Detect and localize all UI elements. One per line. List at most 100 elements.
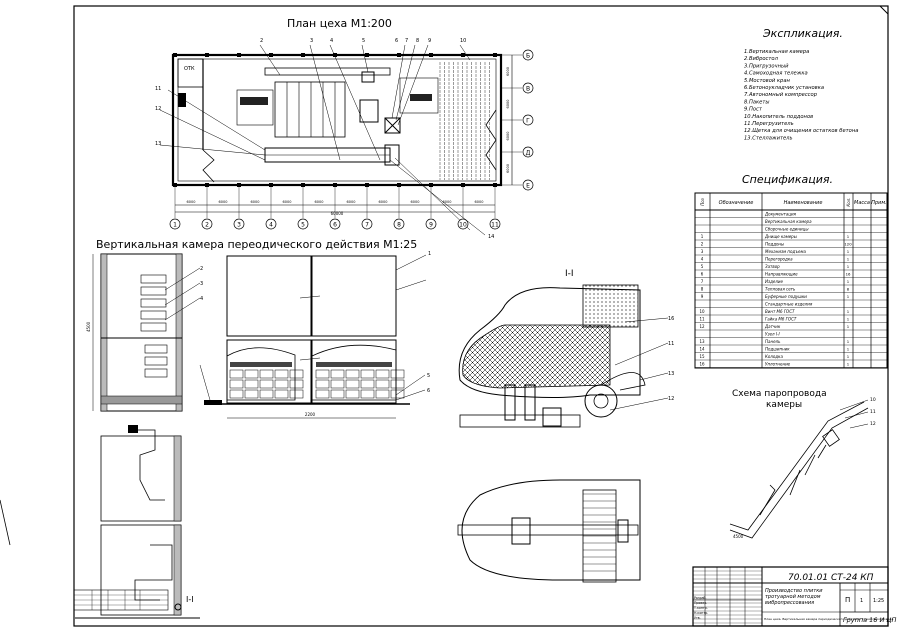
spec-qty: 1 xyxy=(847,362,850,367)
spec-header-cell: Прим. xyxy=(871,200,887,206)
section-mark-circle xyxy=(174,603,182,611)
spec-table-border xyxy=(694,192,888,369)
plan-axis-number: 2 xyxy=(205,222,209,229)
spec-name: Тепловая сеть xyxy=(765,287,796,292)
spec-name: Датчик xyxy=(764,324,781,329)
section-plan-axle xyxy=(457,524,639,536)
gate-right xyxy=(485,109,497,171)
spec-pos: 14 xyxy=(699,347,705,352)
spec-name: Буферные подушки xyxy=(765,294,807,299)
plan-callout-number: 13 xyxy=(155,141,161,147)
plan-column-top xyxy=(365,53,369,57)
spec-pos: 16 xyxy=(699,362,705,367)
plan-dim-small: 6000 xyxy=(283,200,292,204)
explication-list: 1.Вертикальная камера2.Вибростол3.Пригру… xyxy=(744,49,858,141)
explication-item: 13.Стеллажитель xyxy=(744,135,793,141)
section-wheel-inner xyxy=(593,393,609,409)
chamber-shelf xyxy=(140,274,167,284)
chamber-pallet xyxy=(244,369,259,379)
chamber-pallet xyxy=(345,369,360,379)
spec-name: Перегородка xyxy=(765,257,793,262)
chamber-pallet xyxy=(390,369,405,379)
spec-name: Механизм подъема xyxy=(765,249,806,254)
steam-pipe xyxy=(729,401,869,539)
chamber-pallets xyxy=(229,362,405,399)
explication-item: 4.Самоходная тележка xyxy=(744,71,808,77)
corner-mark xyxy=(879,5,889,15)
chamber-side-wall-r xyxy=(175,253,183,412)
steam-title-1: Схема паропровода xyxy=(732,389,827,399)
chamber-shelf-lower xyxy=(144,368,168,378)
plan-callout-number: 9 xyxy=(428,38,431,44)
explication-item: 10.Накопитель поддонов xyxy=(744,114,813,120)
chamber-callout-number: 5 xyxy=(427,373,430,379)
plan-axis-letter-bubble xyxy=(522,114,534,126)
steam-callout-number: 10 xyxy=(870,397,876,403)
plan-axis-letter: Б xyxy=(526,53,530,60)
chamber-pallet xyxy=(259,389,274,399)
chamber-callout-number: 2 xyxy=(200,266,203,272)
stamp-border xyxy=(692,566,889,627)
chamber-pallet xyxy=(390,389,405,399)
plan-callout-number: 12 xyxy=(155,106,161,112)
stamp-code: 70.01.01 СТ-24 КП xyxy=(788,573,874,583)
spec-qty: 1 xyxy=(847,339,850,344)
plan-axis-bubble xyxy=(425,218,437,230)
spec-name: Документация xyxy=(764,212,797,217)
section-rail xyxy=(459,414,581,428)
stamp-sheet: 1 xyxy=(860,598,863,604)
spec-name: Стандартные изделия xyxy=(765,302,813,307)
small-stamp-grid xyxy=(73,589,169,611)
chamber-shelves xyxy=(140,274,168,378)
plan-inner xyxy=(177,58,497,182)
spec-pos: 8 xyxy=(701,287,704,292)
spec-name: Уплотнение xyxy=(765,362,791,367)
chamber-pallet xyxy=(244,389,259,399)
plan-equip-a xyxy=(361,71,375,83)
chamber-pallet xyxy=(259,369,274,379)
section-insulation xyxy=(582,284,639,328)
plan-dim-small: 6000 xyxy=(187,200,196,204)
plan-dim-small: 6000 xyxy=(411,200,420,204)
chamber-pallet xyxy=(330,389,345,399)
chamber-dim-a: 4500 xyxy=(86,321,91,332)
spec-qty: 1 xyxy=(847,309,850,314)
chamber-pallet xyxy=(289,379,304,389)
chamber-pallet xyxy=(330,369,345,379)
spec-header-cell: Обозначение xyxy=(719,200,754,206)
explication-item: 7.Автономный компрессор xyxy=(744,92,818,98)
steam-leaders xyxy=(839,399,869,429)
stamp-left-label: Провер. xyxy=(694,601,707,605)
explication-item: 5.Мостовой кран xyxy=(744,78,791,84)
plan-axis-bubble xyxy=(457,218,469,230)
explication-item: 9.Пост xyxy=(744,107,763,113)
explication-item: 3.Пригрузочный xyxy=(744,63,789,69)
spec-name: Сборочные единицы xyxy=(765,227,808,232)
spec-name: Поддоны xyxy=(765,242,784,247)
chamber-detail-upper-wall xyxy=(173,435,182,522)
spec-qty: 1 xyxy=(847,354,850,359)
spec-pos: 5 xyxy=(701,264,704,269)
steam-callout-number: 12 xyxy=(870,421,876,427)
plan-equipment-black xyxy=(178,93,186,107)
spec-header-cell: Поз xyxy=(700,198,705,206)
crane-beam xyxy=(264,67,391,76)
chamber-shelf-lower xyxy=(144,356,168,366)
chamber-break-2 xyxy=(299,357,321,361)
steam-title-2: камеры xyxy=(766,400,802,410)
chamber-pallet xyxy=(345,389,360,399)
spec-qty: 1 xyxy=(847,347,850,352)
chamber-side-wall-l xyxy=(100,253,108,412)
plan-block-2 xyxy=(399,77,439,114)
chamber-base xyxy=(100,395,183,405)
plan-dim-total: 60000 xyxy=(331,211,344,216)
storage-racks xyxy=(439,62,490,180)
spec-pos: 4 xyxy=(701,257,704,262)
chamber-callout-number: 1 xyxy=(428,251,431,257)
plan-axis-letter-bubble xyxy=(522,49,534,61)
plan-side-dim: 6000 xyxy=(506,164,510,173)
explication-title: Экспликация. xyxy=(762,27,843,40)
chamber-pallet xyxy=(360,379,375,389)
